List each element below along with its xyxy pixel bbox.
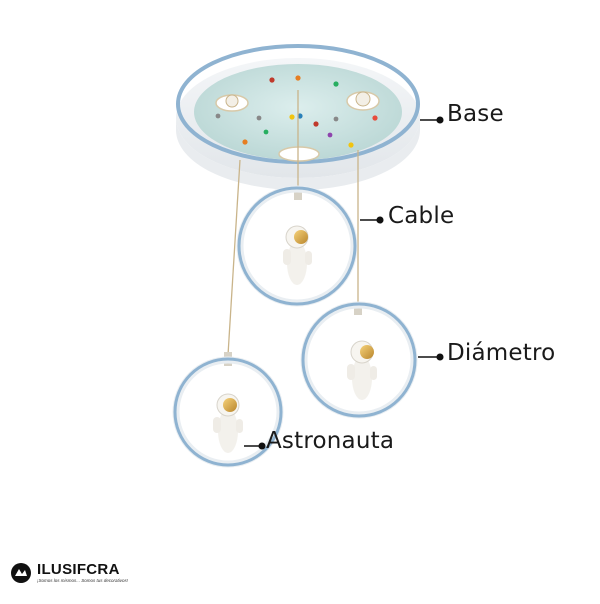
pendant-ring [172,352,284,468]
callout-pointers [244,116,444,450]
astronaut-figure-icon [347,340,377,400]
pendant-ring [236,185,358,307]
label-astronauta: Astronauta [266,428,395,454]
brand-logo: ILUSIFCRA ¡Somos los mismos... Somos tus… [10,558,128,588]
brand-logo-icon [11,563,31,583]
label-base: Base [447,101,504,127]
astronaut-figure-icon [213,393,243,453]
astronaut-figure-icon [283,225,312,285]
decorative-studs [215,75,378,148]
brand-name: ILUSIFCRA [37,561,120,579]
pendant-ring [300,301,418,419]
planet-decal-icon [278,146,320,162]
brand-tagline: ¡Somos los mismos... Somos tus decorativ… [37,578,129,584]
planet-decal-icon [346,91,380,111]
cables [227,90,359,356]
label-cable: Cable [388,203,455,229]
planet-decal-icon [215,94,249,112]
label-diametro: Diámetro [447,340,556,366]
